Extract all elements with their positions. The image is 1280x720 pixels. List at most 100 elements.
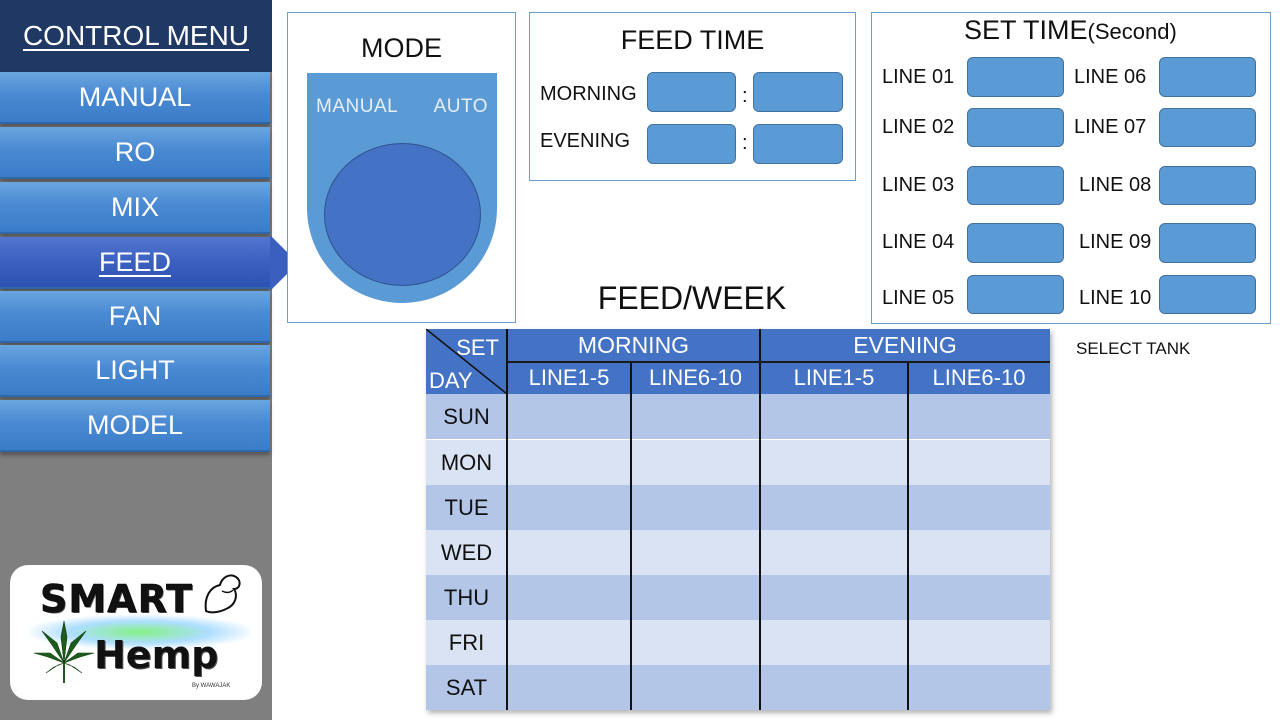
line-03-seconds-field[interactable] xyxy=(967,166,1064,205)
schedule-cell-thu-evening-line1-5[interactable] xyxy=(760,575,908,620)
schedule-cell-tue-morning-line1-5[interactable] xyxy=(507,485,631,530)
line-07-seconds-field[interactable] xyxy=(1159,108,1256,147)
evening-separator: : xyxy=(742,132,748,154)
line-03-label: LINE 03 xyxy=(882,174,955,196)
schedule-cell-mon-morning-line6-10[interactable] xyxy=(631,440,760,485)
menu-item-ro[interactable]: RO xyxy=(0,127,270,179)
mode-manual-label[interactable]: MANUAL xyxy=(316,96,399,117)
line-06-label: LINE 06 xyxy=(1074,66,1147,88)
logo-glow xyxy=(30,615,250,649)
col-divider-center xyxy=(759,329,761,710)
schedule-cell-fri-morning-line1-5[interactable] xyxy=(507,620,631,665)
schedule-cell-fri-evening-line6-10[interactable] xyxy=(908,620,1050,665)
schedule-cell-mon-evening-line6-10[interactable] xyxy=(908,440,1050,485)
day-label-sat: SAT xyxy=(426,665,507,710)
line-04-seconds-field[interactable] xyxy=(967,223,1064,263)
schedule-cell-sat-morning-line6-10[interactable] xyxy=(631,665,760,710)
line-09-seconds-field[interactable] xyxy=(1159,223,1256,263)
schedule-cell-sun-evening-line6-10[interactable] xyxy=(908,394,1050,439)
select-tank-label: SELECT TANK xyxy=(1076,339,1191,358)
schedule-cell-mon-morning-line1-5[interactable] xyxy=(507,440,631,485)
evening-header: EVENING xyxy=(760,329,1050,362)
line-01-label: LINE 01 xyxy=(882,66,955,88)
schedule-cell-wed-morning-line6-10[interactable] xyxy=(631,530,760,575)
evening-label: EVENING xyxy=(540,130,631,152)
day-label-sun: SUN xyxy=(426,394,507,439)
menu-item-light[interactable]: LIGHT xyxy=(0,345,270,397)
schedule-cell-sun-morning-line6-10[interactable] xyxy=(631,394,760,439)
feed-week-table: SET DAY MORNING EVENING LINE1-5 LINE6-10… xyxy=(426,329,1050,710)
schedule-cell-wed-morning-line1-5[interactable] xyxy=(507,530,631,575)
mode-title: MODE xyxy=(361,33,442,63)
menu-item-manual[interactable]: MANUAL xyxy=(0,72,270,124)
feed-time-title: FEED TIME xyxy=(620,25,765,55)
schedule-cell-sun-morning-line1-5[interactable] xyxy=(507,394,631,439)
mode-panel: MODE MANUAL AUTO xyxy=(287,12,516,323)
sub-header-evening-line1-5: LINE1-5 xyxy=(760,362,908,394)
sub-header-evening-line6-10: LINE6-10 xyxy=(908,362,1050,394)
schedule-cell-tue-evening-line6-10[interactable] xyxy=(908,485,1050,530)
schedule-cell-tue-morning-line6-10[interactable] xyxy=(631,485,760,530)
line-05-seconds-field[interactable] xyxy=(967,275,1064,314)
mode-switch[interactable]: MANUAL AUTO xyxy=(307,73,497,303)
schedule-cell-thu-morning-line1-5[interactable] xyxy=(507,575,631,620)
menu-item-model[interactable]: MODEL xyxy=(0,400,270,452)
schedule-cell-sat-morning-line1-5[interactable] xyxy=(507,665,631,710)
line-01-seconds-field[interactable] xyxy=(967,57,1064,97)
morning-label: MORNING xyxy=(540,83,637,105)
line-05-label: LINE 05 xyxy=(882,287,955,309)
evening-hour-field[interactable] xyxy=(647,124,736,164)
sidebar: CONTROL MENU MANUAL RO MIX FEED FAN LIGH… xyxy=(0,0,298,720)
col-divider-day xyxy=(506,329,508,710)
line-10-label: LINE 10 xyxy=(1079,287,1152,309)
set-time-title-text: SET TIME xyxy=(964,15,1088,45)
line-04-label: LINE 04 xyxy=(882,231,955,253)
col-divider-evening xyxy=(907,362,909,710)
schedule-cell-thu-morning-line6-10[interactable] xyxy=(631,575,760,620)
schedule-cell-tue-evening-line1-5[interactable] xyxy=(760,485,908,530)
control-menu-title: CONTROL MENU xyxy=(0,0,272,72)
logo-text-hemp: Hemp xyxy=(94,633,219,677)
schedule-cell-fri-evening-line1-5[interactable] xyxy=(760,620,908,665)
morning-separator: : xyxy=(742,85,748,107)
menu-item-feed[interactable]: FEED xyxy=(0,235,298,291)
morning-header: MORNING xyxy=(507,329,760,362)
col-divider-morning xyxy=(630,362,632,710)
mode-knob-button[interactable] xyxy=(324,143,481,286)
day-label-fri: FRI xyxy=(426,620,507,665)
flexed-arm-icon xyxy=(204,574,241,614)
morning-hour-field[interactable] xyxy=(647,72,736,112)
set-time-title: SET TIME(Second) xyxy=(964,15,1177,46)
morning-minute-field[interactable] xyxy=(753,72,843,112)
line-06-seconds-field[interactable] xyxy=(1159,57,1256,97)
smart-hemp-logo: SMART Hemp By WAWAJAK xyxy=(10,565,262,700)
line-02-seconds-field[interactable] xyxy=(967,108,1064,147)
set-time-panel: SET TIME(Second) LINE 01 LINE 02 LINE 03… xyxy=(871,12,1271,324)
line-08-label: LINE 08 xyxy=(1079,174,1152,196)
logo-text-smart: SMART xyxy=(40,577,194,622)
line-08-seconds-field[interactable] xyxy=(1159,166,1256,205)
line-02-label: LINE 02 xyxy=(882,116,955,138)
schedule-cell-sun-evening-line1-5[interactable] xyxy=(760,394,908,439)
schedule-cell-fri-morning-line6-10[interactable] xyxy=(631,620,760,665)
feed-week-title: FEED/WEEK xyxy=(597,280,787,316)
corner-diagonal xyxy=(426,329,507,394)
schedule-cell-wed-evening-line6-10[interactable] xyxy=(908,530,1050,575)
day-label-mon: MON xyxy=(426,440,507,485)
schedule-cell-sat-evening-line6-10[interactable] xyxy=(908,665,1050,710)
schedule-cell-sat-evening-line1-5[interactable] xyxy=(760,665,908,710)
schedule-cell-mon-evening-line1-5[interactable] xyxy=(760,440,908,485)
line-10-seconds-field[interactable] xyxy=(1159,275,1256,314)
logo-byline: By WAWAJAK xyxy=(192,683,231,689)
mode-auto-label[interactable]: AUTO xyxy=(433,96,488,117)
menu-item-fan[interactable]: FAN xyxy=(0,291,270,343)
day-label-tue: TUE xyxy=(426,485,507,530)
set-time-unit: (Second) xyxy=(1087,19,1177,44)
menu-item-mix[interactable]: MIX xyxy=(0,182,270,234)
sub-header-morning-line1-5: LINE1-5 xyxy=(507,362,631,394)
schedule-cell-wed-evening-line1-5[interactable] xyxy=(760,530,908,575)
schedule-cell-thu-evening-line6-10[interactable] xyxy=(908,575,1050,620)
line-09-label: LINE 09 xyxy=(1079,231,1152,253)
hemp-leaf-icon xyxy=(33,620,95,683)
evening-minute-field[interactable] xyxy=(753,124,843,164)
